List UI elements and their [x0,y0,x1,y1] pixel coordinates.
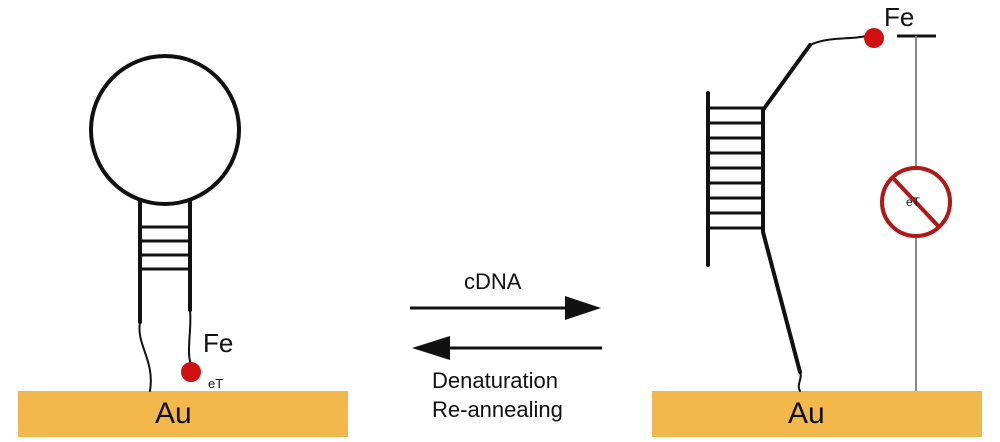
forward-arrow-label: cDNA [464,269,522,294]
reverse-arrow-label-line1: Denaturation [432,368,558,393]
reverse-arrowhead-icon [412,336,450,360]
reverse-arrow-label-line2: Re-annealing [432,397,563,422]
ferrocene-linker [188,309,192,366]
left-electrode-label: Au [155,397,192,430]
ferrocene-linker [809,35,867,46]
thiol-linker [138,321,152,392]
right-electron-transfer-label: eT [906,195,921,209]
hairpin-probe [89,54,241,392]
left-electron-transfer-label: eT [208,376,224,391]
left-ferrocene-label: Fe [203,328,234,358]
right-electrode-label: Au [788,397,825,430]
probe-strand [761,43,812,374]
hairpin-loop [89,54,241,206]
equilibrium-arrows [410,296,602,360]
ferrocene-icon [864,28,884,48]
right-ferrocene-label: Fe [884,2,915,32]
forward-arrowhead-icon [565,296,601,320]
thiol-linker [797,371,802,392]
no-electron-transfer-icon [880,166,952,238]
right-gold-electrode [652,391,982,437]
left-gold-electrode [18,391,348,437]
duplex-probe [706,35,867,392]
ferrocene-icon [181,362,201,382]
electron-transfer-path [897,34,936,391]
